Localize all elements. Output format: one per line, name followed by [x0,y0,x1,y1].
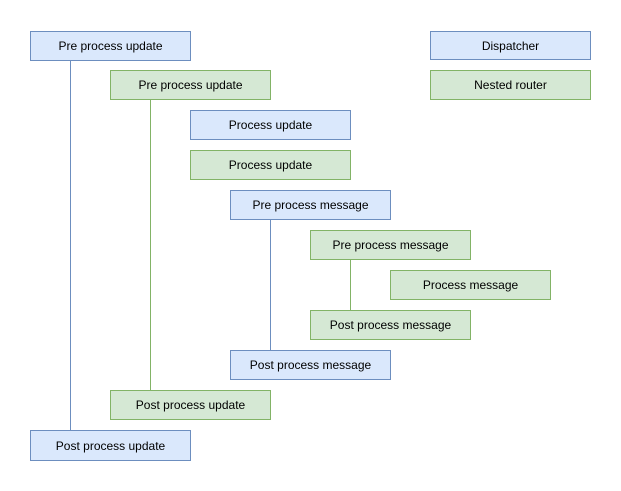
legend-nested-router-nested-router: Nested router [430,70,591,100]
node-dispatcher-pre-process-update: Pre process update [30,31,191,61]
lifeline-nested-router-process-message [350,260,351,310]
node-dispatcher-pre-process-message: Pre process message [230,190,391,220]
legend-dispatcher-dispatcher: Dispatcher [430,31,591,60]
node-dispatcher-post-process-update: Post process update [30,430,191,461]
node-nested-router-process-update: Process update [190,150,351,180]
node-nested-router-post-process-update: Post process update [110,390,271,420]
node-nested-router-pre-process-message: Pre process message [310,230,471,260]
node-nested-router-process-message: Process message [390,270,551,300]
lifeline-dispatcher-process-message [270,220,271,350]
node-nested-router-pre-process-update: Pre process update [110,70,271,100]
lifeline-nested-router-process-update [150,100,151,390]
node-nested-router-post-process-message: Post process message [310,310,471,340]
node-dispatcher-post-process-message: Post process message [230,350,391,380]
node-dispatcher-process-update: Process update [190,110,351,140]
lifeline-dispatcher-process-update [70,61,71,430]
